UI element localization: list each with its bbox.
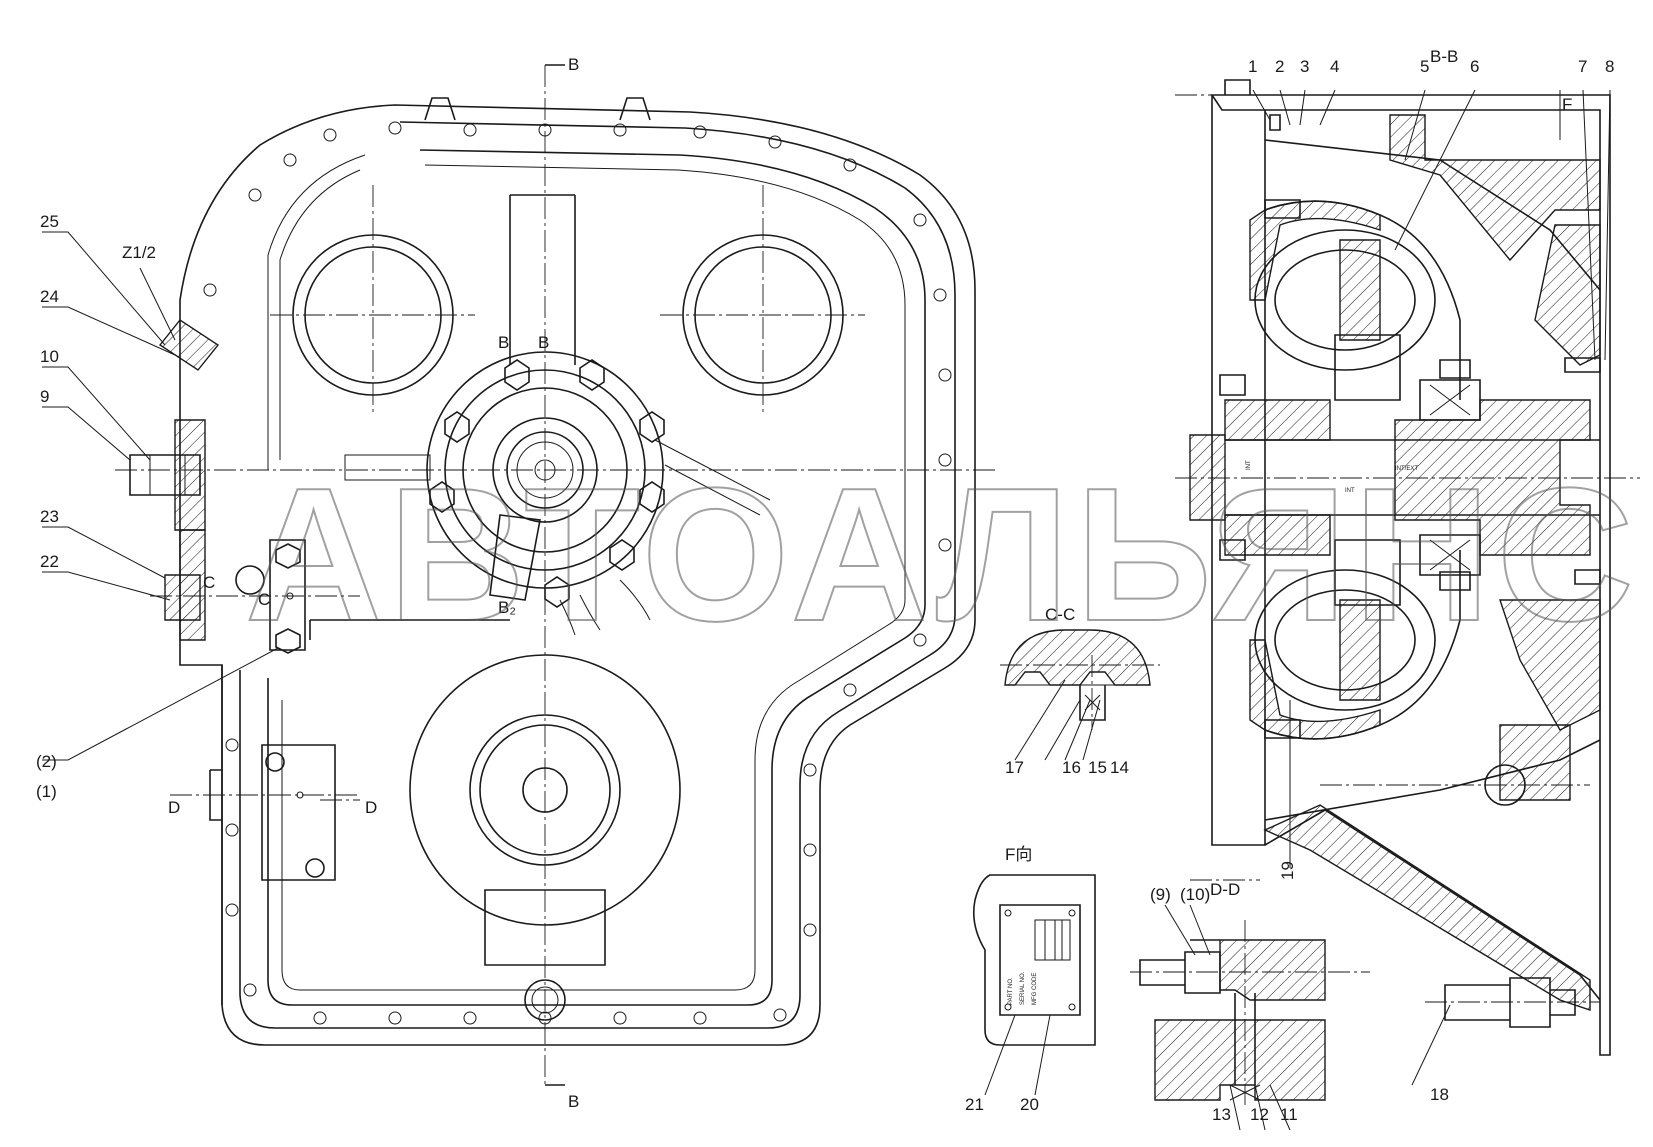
housing-inner-wall-2 [281,164,906,991]
b-small-2: B [538,333,549,352]
d-right: D [365,798,377,817]
housing-inner-wall [267,149,926,1006]
callout-8: 8 [1605,57,1614,76]
turbine-upper [1254,229,1436,371]
drain-plug-inner [531,986,559,1014]
callout-p2: (2) [36,752,57,771]
thread-size: Z1/2 [122,243,156,262]
bb-boss-hatch [1499,724,1571,801]
converter-lower-shell [1249,639,1381,740]
callout-19: 19 [1278,861,1297,880]
callout-17: 17 [1005,758,1024,777]
callout-1: 1 [1248,57,1257,76]
callout-23: 23 [40,507,59,526]
section-bb-title: B-B [1430,47,1458,66]
shaft-bearing-lower [1224,514,1331,556]
section-dd-title: D-D [1210,880,1240,899]
bb-top-lug [1224,79,1251,95]
section-cc-title: C-C [1045,605,1075,624]
c-bolt-bracket [269,539,306,651]
nameplate-line1: PART NO. [1008,977,1014,1005]
callout-p10: (10) [1180,885,1210,904]
svg-text:INT/EXT: INT/EXT [1395,466,1418,472]
top-lug-right [619,97,651,121]
turbine-lower [1254,569,1436,711]
callout-25: 25 [40,212,59,231]
callout-p9: (9) [1150,885,1171,904]
c-small-1: C [203,573,215,592]
housing-flange-contour [239,121,956,1029]
callout-6: 6 [1470,57,1479,76]
lower-pad [484,889,606,966]
bb-top-hatch [1389,114,1601,262]
callout-9: 9 [40,387,49,406]
bb-lower-wedge [1263,804,1591,1011]
section-cc [1000,629,1160,730]
converter-upper-shell [1249,200,1381,301]
housing-top-curve [279,169,361,460]
nameplate [999,904,1081,1016]
section-b-top: B [568,55,579,74]
svg-text:INT: INT [1345,488,1355,494]
callout-21: 21 [965,1095,984,1114]
callout-12: 12 [1250,1105,1269,1124]
front-view [115,64,995,1086]
shaft-bearing-upper [1224,399,1331,441]
drain-plug-outer [524,979,566,1021]
callout-13: 13 [1212,1105,1231,1124]
f-mark: F [1562,95,1572,114]
nameplate-line2: SERIAL NO. [1020,971,1026,1005]
b2-small: B₂ [498,598,516,617]
c-small-2: C [258,590,270,609]
watermark: АВТОАЛЬЯНС [245,449,1640,661]
section-dd [1130,920,1370,1105]
vertical-channel [509,194,576,365]
dd-lower-body [1154,1019,1326,1101]
d-left: D [168,798,180,817]
callout-2: 2 [1275,57,1284,76]
top-lug-left [424,97,456,121]
dd-upper-body [1190,939,1326,1001]
f-view-title: F向 [1005,845,1032,864]
valve-block [261,744,336,881]
callout-7: 7 [1578,57,1587,76]
left-boss-hatch [174,419,206,531]
callout-22: 22 [40,552,59,571]
section-bb: INT INT INT/EXT [1175,79,1640,1056]
callout-11: 11 [1280,1105,1298,1124]
plug-25 [158,319,220,371]
b-small-1: B [498,333,509,352]
leader-lines [42,89,1611,1131]
housing-outer-contour [179,104,976,1046]
left-lower-boss [179,529,206,641]
callout-4: 4 [1330,57,1339,76]
cc-body [1004,629,1151,686]
housing-left-inner [267,154,366,470]
dd-fitting [1139,951,1221,994]
f-view: PART NO. SERIAL NO. MFG CODE [972,874,1096,1046]
nameplate-line3: MFG CODE [1032,973,1038,1005]
callout-10: 10 [40,347,59,366]
labels: B B B-B C-C D-D F向 F D D B B C C B₂ Z1/2… [36,47,1614,1124]
callout-18: 18 [1430,1085,1449,1104]
callout-16: 16 [1062,758,1081,777]
f-view-outline [972,874,1096,1046]
callout-14: 14 [1110,758,1129,777]
callout-3: 3 [1300,57,1309,76]
plug-18 [1444,977,1576,1028]
callout-20: 20 [1020,1095,1039,1114]
callout-24: 24 [40,287,59,306]
svg-text:INT: INT [1246,460,1252,470]
callout-5: 5 [1420,57,1429,76]
section-b-bottom: B [568,1092,579,1111]
callout-p1: (1) [36,782,57,801]
callout-15: 15 [1088,758,1107,777]
bb-right-web [1534,224,1601,366]
bb-lower-web [1499,599,1601,731]
